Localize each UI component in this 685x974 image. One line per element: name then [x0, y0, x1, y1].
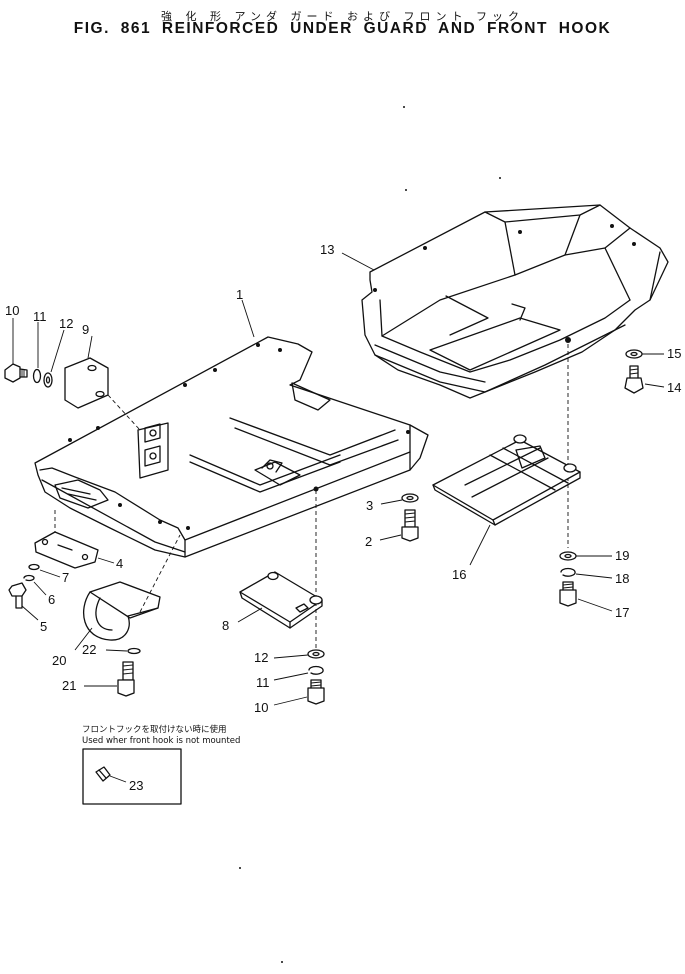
- part-22-washer: [127, 647, 141, 655]
- callout-10a: 10: [5, 303, 19, 318]
- part-19-washer: [559, 551, 577, 561]
- figure-title-japanese: 強 化 形 アンダ ガード および フロント フック: [160, 10, 525, 23]
- callout-14: 14: [667, 380, 681, 395]
- callout-2: 2: [365, 534, 372, 549]
- callout-12b: 12: [254, 650, 268, 665]
- callout-13: 13: [320, 242, 334, 257]
- part-12-washer-lower: [307, 649, 325, 659]
- part-9-bracket: [64, 357, 109, 409]
- part-14-bolt: [624, 365, 644, 394]
- callout-20: 20: [52, 653, 66, 668]
- part-13-rear-under-guard: [361, 204, 669, 399]
- callout-4: 4: [116, 556, 123, 571]
- callout-15: 15: [667, 346, 681, 361]
- callout-16: 16: [452, 567, 466, 582]
- part-2-bolt: [401, 509, 419, 542]
- part-23-cap: [95, 766, 111, 782]
- part-11-lock-washer-left: [32, 368, 42, 384]
- callout-18: 18: [615, 571, 629, 586]
- callout-23: 23: [129, 778, 143, 793]
- part-1-front-under-guard: [34, 336, 429, 558]
- part-8-cover: [239, 571, 323, 629]
- callout-17: 17: [615, 605, 629, 620]
- callout-10b: 10: [254, 700, 268, 715]
- callout-5: 5: [40, 619, 47, 634]
- part-20-front-hook: [82, 581, 161, 641]
- callout-8: 8: [222, 618, 229, 633]
- callout-22: 22: [82, 642, 96, 657]
- callout-3: 3: [366, 498, 373, 513]
- callout-11a: 11: [33, 309, 47, 324]
- callout-1: 1: [236, 287, 243, 302]
- part-21-bolt: [117, 661, 135, 697]
- callout-19: 19: [615, 548, 629, 563]
- part-18-lock-washer: [560, 567, 576, 577]
- part-17-bolt: [559, 581, 577, 607]
- callout-6: 6: [48, 592, 55, 607]
- callout-7: 7: [62, 570, 69, 585]
- figure-title: FIG. 861 REINFORCED UNDER GUARD AND FRON…: [73, 20, 612, 37]
- part-7-washer: [28, 563, 40, 571]
- part-4-plate: [34, 531, 99, 569]
- part-16-cover-plate: [432, 434, 581, 526]
- note-japanese: フロントフックを取付けない時に使用: [82, 724, 227, 735]
- callout-9: 9: [82, 322, 89, 337]
- note-text: Used wher front hook is not mounted: [82, 736, 240, 746]
- part-6-lock-washer: [23, 574, 35, 582]
- part-3-washer: [401, 493, 419, 503]
- part-10-bolt-left: [4, 363, 28, 383]
- callout-11b: 11: [256, 675, 270, 690]
- part-12-washer-left: [43, 372, 53, 388]
- part-10-bolt-lower: [307, 679, 325, 705]
- part-15-washer: [625, 349, 643, 359]
- note-box: [82, 748, 182, 805]
- callout-12a: 12: [59, 316, 73, 331]
- callout-21: 21: [62, 678, 76, 693]
- part-5-bolt: [8, 582, 27, 609]
- part-11-lock-washer-lower: [308, 665, 324, 675]
